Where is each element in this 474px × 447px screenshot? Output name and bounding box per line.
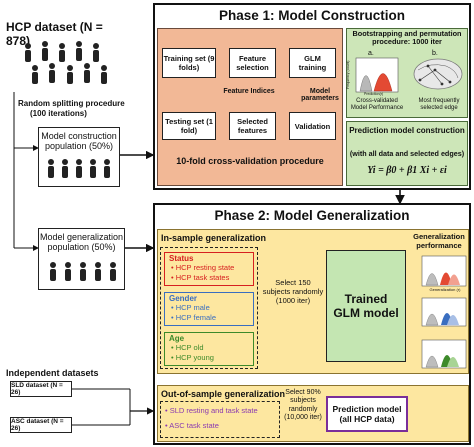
- generalization-people-icon: [50, 262, 116, 281]
- model-parameters-label: Model parameters: [301, 88, 339, 102]
- cv-performance-label: Cross-validated Model Performance: [350, 98, 404, 111]
- testing-set-box: Testing set (1 fold): [162, 112, 216, 140]
- prediction-model-box: Prediction model (all HCP data): [326, 396, 408, 432]
- glm-equation: Yi = β0 + β1 Xi + εi: [367, 165, 447, 176]
- out-sample-title: Out-of-sample generalization: [161, 389, 286, 399]
- status-item-2: • HCP task states: [171, 273, 230, 283]
- prediction-construction-panel: [346, 121, 468, 186]
- gen-axis-label: Generalization (r): [429, 287, 461, 292]
- in-sample-panel: [157, 229, 469, 374]
- age-title: Age: [169, 334, 185, 343]
- frequent-edge-label: Most frequently selected edge: [418, 98, 460, 111]
- independent-title: Independent datasets: [6, 368, 99, 378]
- selected-features-box: Selected features: [229, 112, 276, 140]
- generalization-population-box: Model generalization population (50%): [38, 228, 125, 290]
- prediction-axis-label: Prediction(r): [364, 92, 384, 96]
- out-sample-panel: [157, 385, 469, 442]
- construction-pop-line2: population (50%): [44, 141, 114, 152]
- generalization-performance-label: Generalization performance: [413, 232, 465, 250]
- construction-people-icon: [48, 159, 110, 178]
- gender-title: Gender: [169, 294, 198, 303]
- construction-population-box: Model construction population (50%): [38, 127, 120, 187]
- cv-procedure-title: 10-fold cross-validation procedure: [176, 156, 324, 166]
- frequency-axis-label: Frequency (count): [346, 60, 350, 90]
- label-b: b.: [432, 50, 438, 57]
- gender-item-2: • HCP female: [171, 313, 217, 323]
- out-sample-dashed-group: [160, 401, 280, 438]
- gender-item-1: • HCP male: [171, 303, 210, 312]
- phase1-panel: [153, 3, 471, 190]
- feature-indices-label: Feature Indices: [223, 88, 275, 95]
- hcp-title: HCP dataset (N = 878): [6, 20, 103, 48]
- prediction-construction-subtitle: (with all data and selected edges): [349, 149, 465, 158]
- select-150-label: Select 150 subjects randomly (1000 iter): [262, 278, 324, 305]
- gender-box: Gender • HCP male • HCP female: [164, 292, 254, 326]
- age-item-2: • HCP young: [171, 353, 214, 363]
- bootstrap-title: Bootstrapping and permutation procedure:…: [352, 29, 462, 47]
- status-item-1: • HCP resting state: [171, 263, 235, 272]
- in-sample-dashed-group: [160, 247, 258, 369]
- split-label-2: (100 iterations): [30, 109, 87, 118]
- label-a: a.: [368, 50, 374, 57]
- construction-pop-line1: Model construction: [41, 131, 117, 141]
- in-sample-title: In-sample generalization: [161, 233, 267, 243]
- phase2-panel: [153, 203, 471, 445]
- validation-box: Validation: [289, 112, 336, 140]
- glm-training-box: GLM training: [289, 48, 336, 78]
- phase2-title: Phase 2: Model Generalization: [155, 205, 469, 226]
- trained-glm-box: Trained GLM model: [326, 250, 406, 362]
- asc-item: • ASC task state: [165, 421, 219, 430]
- status-title: Status: [169, 254, 194, 263]
- select-90-label: Select 90% subjects randomly (10,000 ite…: [284, 389, 322, 422]
- feature-selection-box: Feature selection: [229, 48, 276, 78]
- sld-item: • SLD resting and task state: [165, 406, 258, 415]
- sld-dataset-box: SLD dataset (N = 26): [10, 381, 72, 397]
- generalization-pop-line2: population (50%): [47, 242, 116, 253]
- status-box: Status • HCP resting state • HCP task st…: [164, 252, 254, 286]
- prediction-construction-title: Prediction model construction: [349, 126, 465, 135]
- split-label-1: Random splitting procedure: [18, 99, 125, 108]
- age-item-1: • HCP old: [171, 343, 204, 352]
- asc-dataset-box: ASC dataset (N = 26): [10, 417, 72, 433]
- training-set-box: Training set (9 folds): [162, 48, 216, 78]
- age-box: Age • HCP old • HCP young: [164, 332, 254, 366]
- phase1-title: Phase 1: Model Construction: [155, 5, 469, 26]
- generalization-pop-line1: Model generalization: [39, 232, 124, 242]
